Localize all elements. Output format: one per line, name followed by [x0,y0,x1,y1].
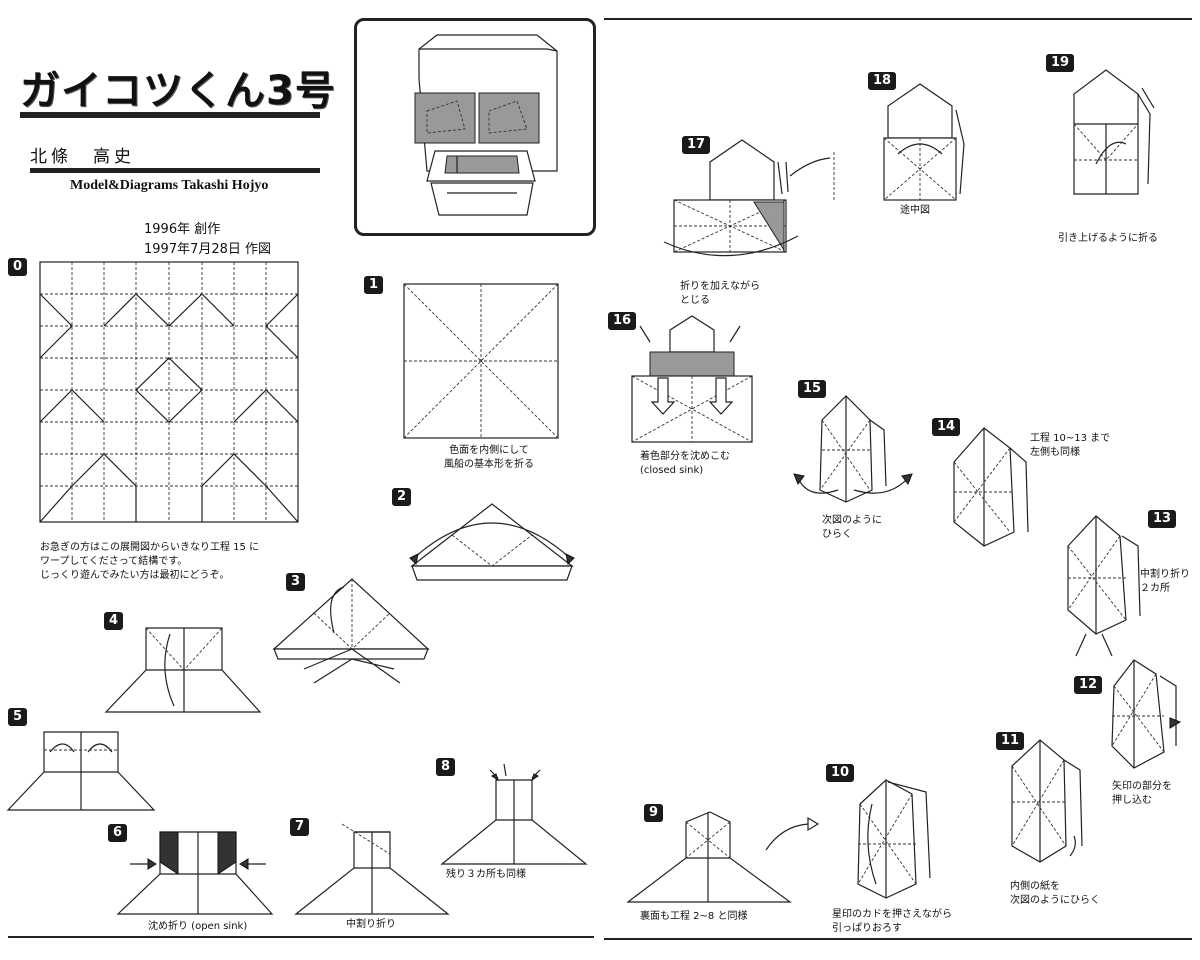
right-page: 17 折りを加えながら とじる 18 途中図 19 [604,18,1192,940]
step-4-diagram [104,627,262,713]
step-caption: 残り３カ所も同様 [446,869,526,880]
step-19-diagram [1073,69,1155,195]
step-13-diagram [1067,515,1141,657]
step-3-diagram [272,578,430,684]
step-11-diagram [1011,739,1083,863]
step-badge: 12 [1074,676,1103,694]
step-badge: 2 [392,488,412,506]
step-caption: 工程 10~13 まで 左側も同様 [1030,433,1111,458]
author-english: Model&Diagrams Takashi Hojyo [70,178,269,193]
step-caption: 裏面も工程 2~8 と同様 [640,911,748,922]
step-badge: 3 [286,573,306,591]
step-caption: 着色部分を沈めこむ (closed sink) [640,451,730,476]
step-badge: 4 [104,612,124,630]
crease-pattern-note: お急ぎの方はこの展開図からいきなり工程 15 に ワープしてくださって結構です。… [40,542,260,581]
step-18-diagram [883,83,965,201]
step-12-diagram [1111,659,1182,769]
dates: 1996年 創作 1997年7月28日 作図 [144,220,271,260]
left-page: ガイコツくん3号 北條 高史 Model&Diagrams Takashi Ho… [6,18,596,938]
step-badge: 9 [644,804,664,822]
arrow-icon [765,816,820,851]
step-badge: 0 [8,258,28,276]
step-caption: 中割り折り [346,919,396,930]
step-badge: 14 [932,418,961,436]
step-8-diagram [440,763,588,865]
step-caption: 色面を内側にして 風船の基本形を折る [444,445,534,470]
step-17-diagram [663,139,835,257]
finished-model-frame [354,18,596,236]
step-caption: 矢印の部分を 押し込む [1112,781,1172,806]
step-caption: 次図のように ひらく [822,515,882,540]
author-rule [30,168,320,173]
step-badge: 1 [364,276,384,294]
step-badge: 11 [996,732,1025,750]
step-2-diagram [409,503,575,581]
page-title: ガイコツくん3号 [20,68,336,114]
step-badge: 17 [682,136,711,154]
step-caption: 内側の紙を 次図のようにひらく [1010,881,1100,906]
step-caption: 沈め折り (open sink) [148,921,248,932]
step-badge: 10 [826,764,855,782]
title-rule [20,112,320,118]
step-badge: 5 [8,708,28,726]
created-date: 1996年 創作 [144,222,221,237]
step-caption: 折りを加えながら とじる [680,281,760,306]
step-7-diagram [294,823,450,915]
step-badge: 15 [798,380,827,398]
step-badge: 18 [868,72,897,90]
step-badge: 7 [290,818,310,836]
step-caption: 中割り折り ２カ所 [1140,569,1190,594]
step-badge: 13 [1148,510,1177,528]
step-caption: 途中図 [900,205,930,216]
step-10-diagram [857,779,931,899]
page-gutter [596,0,604,960]
step-caption: 引き上げるように折る [1058,233,1158,244]
step-14-diagram [953,427,1029,547]
author-japanese: 北條 高史 [30,147,135,167]
step-5-diagram [6,731,156,811]
step-badge: 19 [1046,54,1075,72]
step-badge: 6 [108,824,128,842]
crease-pattern [39,261,299,523]
step-badge: 8 [436,758,456,776]
step-caption: 星印のカドを押さえながら 引っぱりおろす [832,909,952,934]
step-16-diagram [631,315,753,443]
skull-model-illustration [414,34,558,216]
step-1-diagram [403,283,559,439]
step-6-diagram [116,831,274,915]
step-9-diagram [626,811,792,903]
step-badge: 16 [608,312,637,330]
diagram-date: 1997年7月28日 作図 [144,242,272,257]
step-15-diagram [793,395,913,503]
